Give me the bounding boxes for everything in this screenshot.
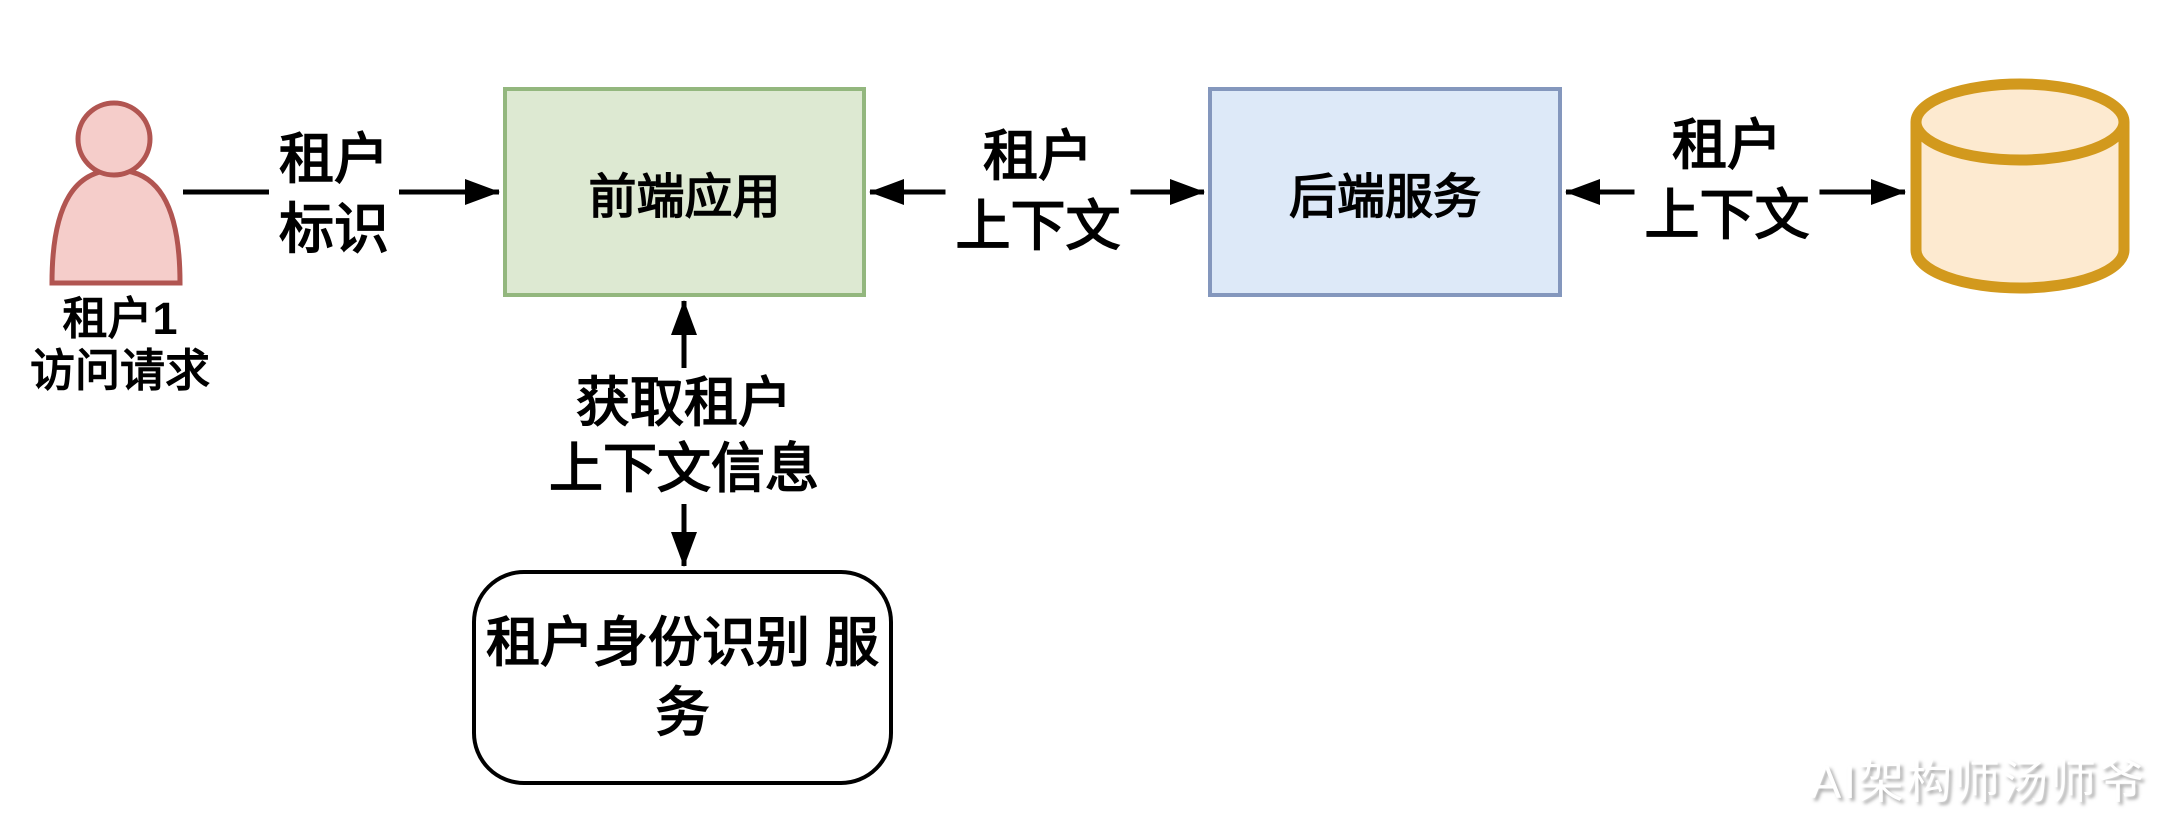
tenant-user-head: [75, 100, 153, 178]
tenant-user-icon: [49, 100, 183, 286]
tenant-identity-service-label: 租户身份识别 服务: [485, 612, 879, 743]
watermark-text: AI架构师汤师爷: [1810, 756, 2146, 808]
edge-label-get-context: 获取租户 上下文信息: [539, 368, 829, 504]
edge-label-tenant-context-right: 租户 上下文: [1634, 108, 1820, 252]
database-icon: [1910, 78, 2130, 294]
database-top: [1910, 78, 2130, 166]
tenant-user-caption: 租户1 访问请求: [29, 293, 211, 396]
backend-service-node: 后端服务: [1208, 87, 1562, 297]
edge-label-tenant-id: 租户 标识: [268, 122, 400, 266]
backend-service-label: 后端服务: [1288, 171, 1481, 224]
frontend-app-label: 前端应用: [588, 171, 781, 224]
tenant-user-body: [49, 167, 183, 286]
database-body: [1910, 122, 2130, 294]
tenant-identity-service-node: 租户身份识别 服务: [472, 570, 893, 785]
edge-label-tenant-context-mid: 租户 上下文: [945, 119, 1131, 263]
frontend-app-node: 前端应用: [503, 87, 866, 297]
